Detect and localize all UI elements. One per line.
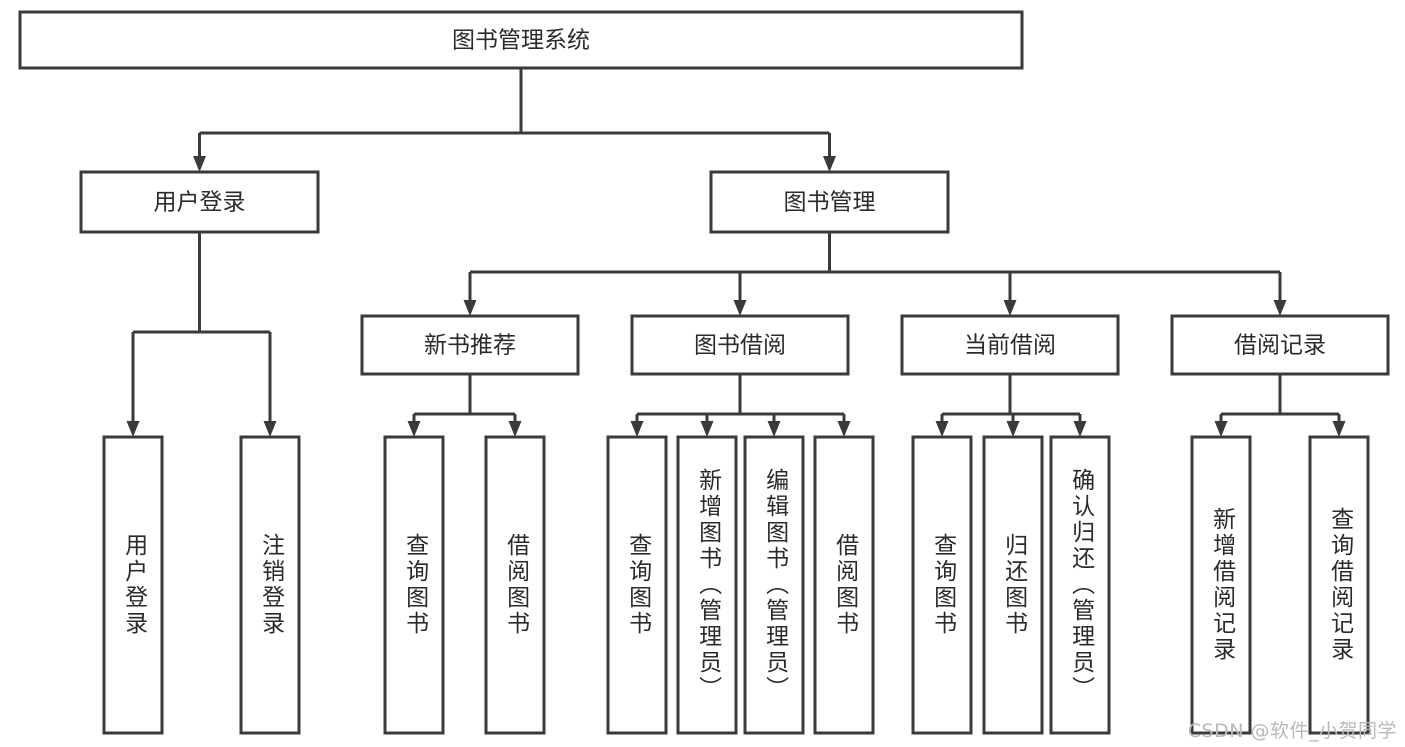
arrow-head-icon	[463, 300, 477, 316]
leaf-node-box[interactable]	[606, 435, 668, 735]
arrow-head-icon	[508, 421, 522, 437]
level2-node-label: 用户登录	[154, 190, 246, 216]
arrow-head-icon	[263, 421, 277, 437]
arrow-head-icon	[407, 421, 421, 437]
level3-node-label: 新书推荐	[424, 333, 516, 359]
arrow-head-icon	[1003, 300, 1017, 316]
arrow-head-icon	[837, 421, 851, 437]
arrow-head-icon	[1073, 421, 1087, 437]
arrow-head-icon	[630, 421, 644, 437]
node-box-layer	[18, 10, 1390, 735]
level3-node-box[interactable]	[630, 314, 850, 376]
leaf-node-box[interactable]	[676, 435, 738, 735]
level3-node-box[interactable]	[900, 314, 1120, 376]
level3-node-box[interactable]	[360, 314, 580, 376]
leaf-node-box[interactable]	[1049, 435, 1111, 735]
leaf-node-box[interactable]	[743, 435, 805, 735]
arrow-head-icon	[1332, 421, 1346, 437]
arrow-head-icon	[1214, 421, 1228, 437]
root-node-label: 图书管理系统	[452, 28, 590, 54]
root-node-box[interactable]	[18, 10, 1024, 70]
level3-node-label: 当前借阅	[964, 333, 1056, 359]
level3-node-box[interactable]	[1170, 314, 1390, 376]
arrow-head-icon	[1006, 421, 1020, 437]
arrow-head-icon	[767, 421, 781, 437]
leaf-node-box[interactable]	[911, 435, 973, 735]
level2-node-box[interactable]	[709, 170, 950, 234]
arrow-head-icon	[823, 156, 836, 172]
arrow-head-icon	[935, 421, 949, 437]
watermark: CSDN @软件_小贺同学	[1187, 720, 1397, 742]
leaf-node-box[interactable]	[102, 435, 164, 735]
arrow-head-icon	[193, 156, 206, 172]
leaf-node-box[interactable]	[239, 435, 301, 735]
leaf-node-box[interactable]	[813, 435, 875, 735]
arrow-head-icon	[733, 300, 747, 316]
connector-layer	[126, 68, 1346, 437]
leaf-node-box[interactable]	[982, 435, 1044, 735]
level3-node-label: 借阅记录	[1234, 333, 1326, 359]
leaf-node-box[interactable]	[383, 435, 445, 735]
level2-node-box[interactable]	[79, 170, 320, 234]
arrow-head-icon	[700, 421, 714, 437]
leaf-node-box[interactable]	[484, 435, 546, 735]
leaf-node-box[interactable]	[1190, 435, 1252, 735]
arrow-head-icon	[1273, 300, 1287, 316]
arrow-head-icon	[126, 421, 140, 437]
level3-node-label: 图书借阅	[694, 333, 786, 359]
level2-node-label: 图书管理	[784, 190, 876, 216]
leaf-node-box[interactable]	[1308, 435, 1370, 735]
